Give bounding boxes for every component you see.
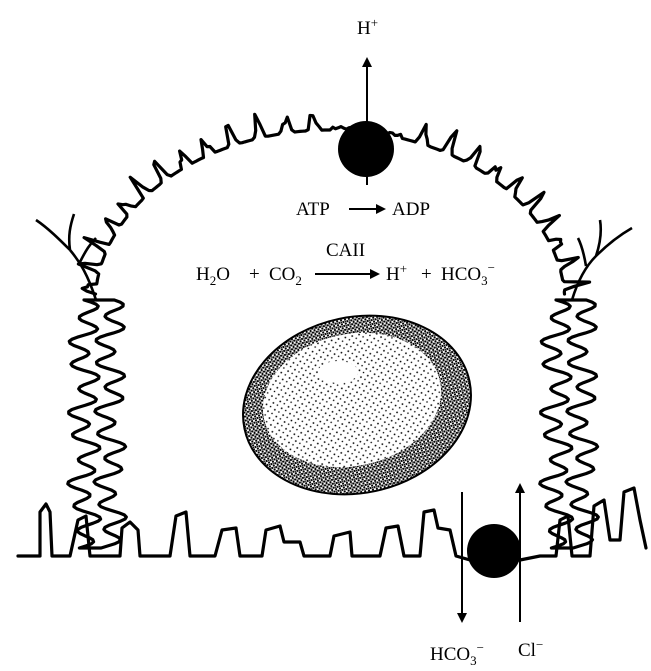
label-co2: CO2 (269, 264, 302, 288)
right-cell-junction (572, 220, 632, 300)
proton-pump (338, 62, 394, 185)
label-atp: ATP (296, 199, 330, 220)
label-caii: CAII (326, 240, 365, 261)
label-water: H2O (196, 264, 230, 288)
right-lateral-membrane (540, 300, 599, 548)
label-plus-1: + (249, 264, 260, 285)
apical-ruffled-membrane (78, 114, 589, 294)
label-adp: ADP (392, 199, 430, 220)
label-bicarbonate-bottom: HCO3− (430, 640, 484, 666)
label-bicarbonate-product: HCO3− (441, 260, 495, 288)
nucleus (226, 295, 488, 515)
pump-circle (338, 121, 394, 177)
chloride-bicarbonate-exchanger (462, 488, 521, 622)
label-chloride: Cl− (518, 637, 543, 661)
label-plus-2: + (421, 264, 432, 285)
left-lateral-membrane (68, 300, 127, 548)
label-proton-top: H+ (357, 15, 378, 39)
exchanger-circle (467, 524, 521, 578)
label-proton-product: H+ (386, 261, 407, 285)
carbonic-anhydrase-reaction: CAII H2O + CO2 H+ + HCO3− (196, 240, 495, 288)
